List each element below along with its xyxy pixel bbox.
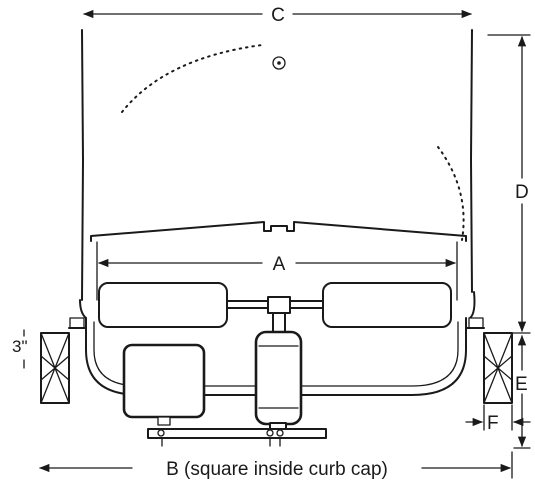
- motor: [254, 330, 303, 431]
- curb-height-label: 3": [12, 337, 28, 356]
- dimension-b-label: B (square inside curb cap): [166, 459, 388, 480]
- control-box: [122, 343, 206, 426]
- curb-right: [465, 327, 513, 404]
- hood-housing: [81, 29, 473, 301]
- dimension-d: D: [485, 34, 531, 334]
- dimension-a-label: A: [273, 254, 286, 275]
- control-box-conduit: [157, 416, 171, 426]
- bearing-symbol-center: [277, 61, 281, 65]
- curb-flange-left: [69, 317, 85, 329]
- fan-hub: [267, 296, 291, 314]
- housing-lip-left: [79, 299, 87, 319]
- fan-blade-right: [322, 282, 452, 328]
- base-bolt-1: [157, 429, 165, 437]
- curb-flange-right: [468, 317, 484, 329]
- base-bolt-3: [276, 429, 284, 437]
- curb-left-hatch: [40, 332, 70, 404]
- dimension-c-label: C: [271, 5, 285, 26]
- dimension-a: A: [96, 241, 458, 301]
- curb-height-callout: 3": [12, 329, 28, 369]
- curb-left: [40, 327, 87, 404]
- base-bolt-2: [266, 429, 274, 437]
- fan-swing-arc-right: [437, 146, 465, 241]
- hood-left-wall: [81, 29, 84, 301]
- dimension-f-label: F: [487, 413, 499, 434]
- dimension-c: C: [82, 5, 473, 26]
- bearing-symbol-outer: [272, 56, 286, 70]
- dimension-b: B (square inside curb cap): [38, 451, 513, 480]
- curb-right-hatch: [483, 332, 513, 404]
- base-plate-body: [147, 428, 327, 439]
- dimension-f: F: [465, 404, 531, 434]
- fan-swing-arc-left: [121, 44, 263, 113]
- base-plate-studs: [269, 437, 281, 447]
- control-box-body: [122, 343, 206, 419]
- base-plate: [147, 428, 327, 447]
- housing-lip-right: [469, 291, 476, 319]
- top-plate-outline: [90, 221, 467, 242]
- dimension-d-label: D: [515, 182, 529, 203]
- dimension-e: E: [513, 334, 531, 449]
- dimension-e-label: E: [515, 374, 528, 395]
- fan-assembly: [98, 282, 452, 336]
- top-plate: [90, 221, 467, 242]
- hood-right-wall: [470, 29, 473, 293]
- fan-blade-left: [98, 282, 228, 328]
